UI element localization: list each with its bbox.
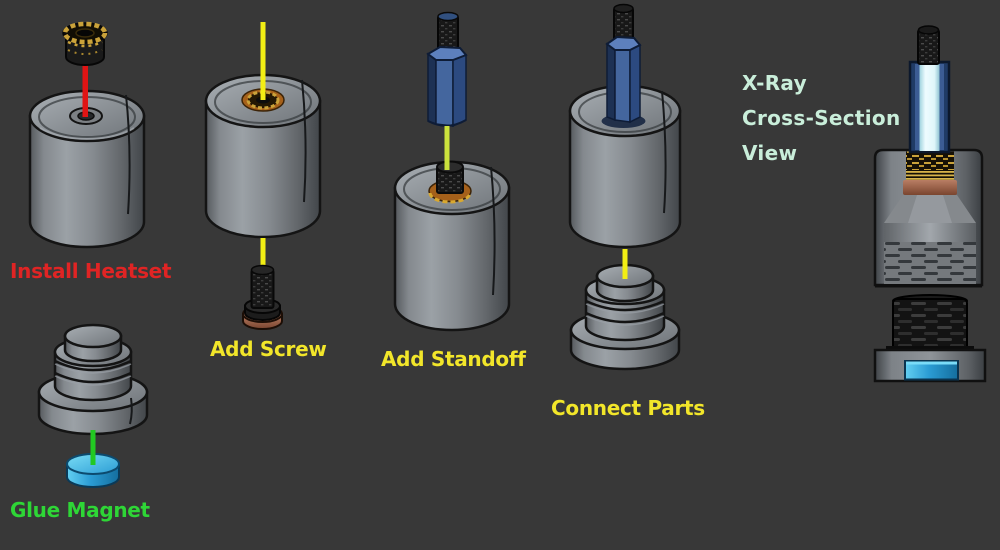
step-connect-parts-figure (568, 3, 682, 371)
guide-line-yellow (622, 249, 628, 279)
xray-view-label: X-Ray Cross-Section View (742, 66, 901, 171)
step-label-glue-magnet: Glue Magnet (10, 498, 150, 522)
xray-standoff-section (908, 25, 951, 154)
step-label-add-standoff: Add Standoff (381, 347, 526, 371)
xray-heatset-insert (906, 151, 954, 171)
step-label-add-screw: Add Screw (210, 337, 327, 361)
screw (242, 264, 283, 330)
screw-shaft (250, 269, 275, 309)
guide-line-red (82, 54, 88, 117)
xray-internal-threads (884, 242, 976, 286)
body-cylinder-with-screw-stub (393, 160, 511, 332)
standoff-top-face (605, 35, 642, 51)
insert-knurl-texture (67, 40, 103, 48)
guide-line-yellow-green (444, 126, 450, 170)
assembled-cylinder (568, 84, 682, 249)
threaded-plug (37, 323, 149, 436)
xray-label-line-1: X-Ray (742, 71, 807, 95)
heatset-insert (62, 21, 108, 117)
xray-label-line-3: View (742, 141, 798, 165)
xray-threaded-stud (917, 29, 940, 65)
step-install-heatset-figure (28, 21, 146, 249)
guide-line-yellow-bottom (260, 238, 266, 272)
xray-cross-section-figure (873, 25, 987, 383)
guide-line-yellow-top (260, 22, 266, 100)
step-add-screw-figure (204, 22, 322, 330)
xray-label-line-2: Cross-Section (742, 106, 901, 130)
hex-standoff (426, 11, 468, 128)
xray-plug-threads (892, 298, 968, 351)
threaded-plug-below (569, 263, 681, 371)
xray-plug-section (873, 294, 987, 383)
step-add-standoff-figure (393, 11, 511, 332)
xray-magnet (904, 360, 959, 381)
step-label-connect-parts: Connect Parts (551, 396, 705, 420)
cylinder-seam (125, 94, 131, 215)
step-glue-magnet-figure (37, 323, 149, 488)
plug-cap (63, 323, 123, 349)
guide-line-green (90, 430, 96, 465)
mounted-hex-standoff (605, 3, 642, 124)
body-cylinder-with-insert (204, 73, 322, 239)
xray-standoff-interior (919, 64, 940, 151)
xray-cylinder-section (873, 148, 984, 288)
step-label-install-heatset: Install Heatset (10, 259, 172, 283)
xray-screw-head (903, 180, 957, 195)
standoff-top-face (426, 45, 468, 61)
